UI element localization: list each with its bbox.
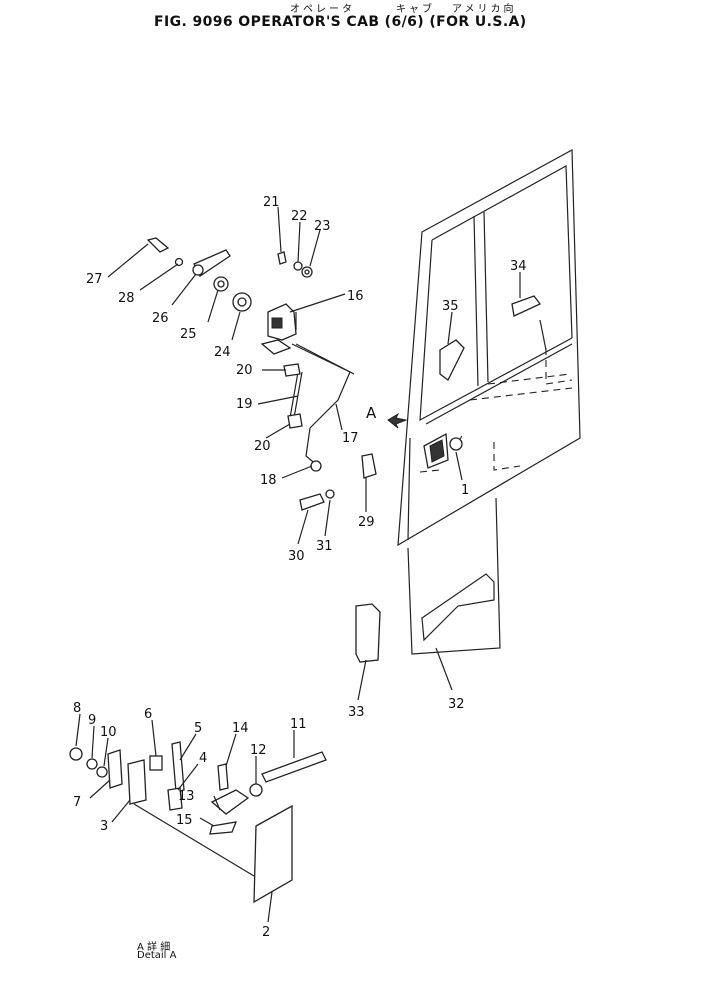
callout-label: 22 xyxy=(291,209,308,224)
inner-handle-plate xyxy=(439,339,465,381)
title-jp-operator: オペレータ xyxy=(290,4,355,15)
callout-label: 34 xyxy=(510,259,527,274)
callout-label: 33 xyxy=(348,705,365,720)
callout-label: 17 xyxy=(342,431,359,446)
callout-label: 13 xyxy=(178,789,195,804)
screws-and-washers xyxy=(146,237,313,312)
detail-caption: Detail A xyxy=(137,950,177,961)
callout-label: 16 xyxy=(347,289,364,304)
callout-label: 8 xyxy=(73,701,81,716)
callout-label: 31 xyxy=(316,539,333,554)
callout-label: 30 xyxy=(288,549,305,564)
callout-label: 6 xyxy=(144,707,152,722)
callout-label: 7 xyxy=(73,795,81,810)
detail-a-parts xyxy=(69,741,327,904)
door-lock xyxy=(260,303,297,355)
callout-label: 27 xyxy=(86,272,103,287)
decal-plate xyxy=(511,295,542,317)
callout-label: 21 xyxy=(263,195,280,210)
callout-label: 23 xyxy=(314,219,331,234)
callout-label: 18 xyxy=(260,473,277,488)
callout-label: 15 xyxy=(176,813,193,828)
view-arrow: A xyxy=(366,404,408,429)
callout-label: 10 xyxy=(100,725,117,740)
callout-label: 9 xyxy=(88,713,96,728)
lower-door-panel xyxy=(407,497,501,655)
title-jp-usa: アメリカ向 xyxy=(452,4,517,15)
callout-label: 11 xyxy=(290,717,307,732)
outer-door-handle xyxy=(423,432,463,469)
callout-label: 25 xyxy=(180,327,197,342)
callout-labels: 1 2 3 4 5 6 7 8 9 10 11 12 13 14 15 16 1… xyxy=(73,195,527,940)
cab-door xyxy=(397,149,581,547)
callout-label: 14 xyxy=(232,721,249,736)
callout-label: 35 xyxy=(442,299,459,314)
seal-strip xyxy=(355,603,381,663)
callout-label: 19 xyxy=(236,397,253,412)
callout-label: 28 xyxy=(118,291,135,306)
callout-label: 5 xyxy=(194,721,202,736)
callout-label: 20 xyxy=(236,363,253,378)
callout-label: 3 xyxy=(100,819,108,834)
callout-label: 26 xyxy=(152,311,169,326)
door-rods xyxy=(283,343,377,511)
callout-label: 1 xyxy=(461,483,469,498)
detail-caption-jp: A 詳 細 xyxy=(137,942,171,953)
callout-label: 2 xyxy=(262,925,270,940)
callout-label: 32 xyxy=(448,697,465,712)
leader-lines xyxy=(75,206,521,923)
callout-label: 20 xyxy=(254,439,271,454)
callout-label: 29 xyxy=(358,515,375,530)
callout-label: 4 xyxy=(199,751,207,766)
view-arrow-label: A xyxy=(366,404,377,422)
callout-label: 12 xyxy=(250,743,267,758)
callout-label: 24 xyxy=(214,345,231,360)
title-jp-cab: キャブ xyxy=(396,4,435,15)
figure-title: FIG. 9096 OPERATOR'S CAB (6/6) (FOR U.S.… xyxy=(154,14,527,30)
